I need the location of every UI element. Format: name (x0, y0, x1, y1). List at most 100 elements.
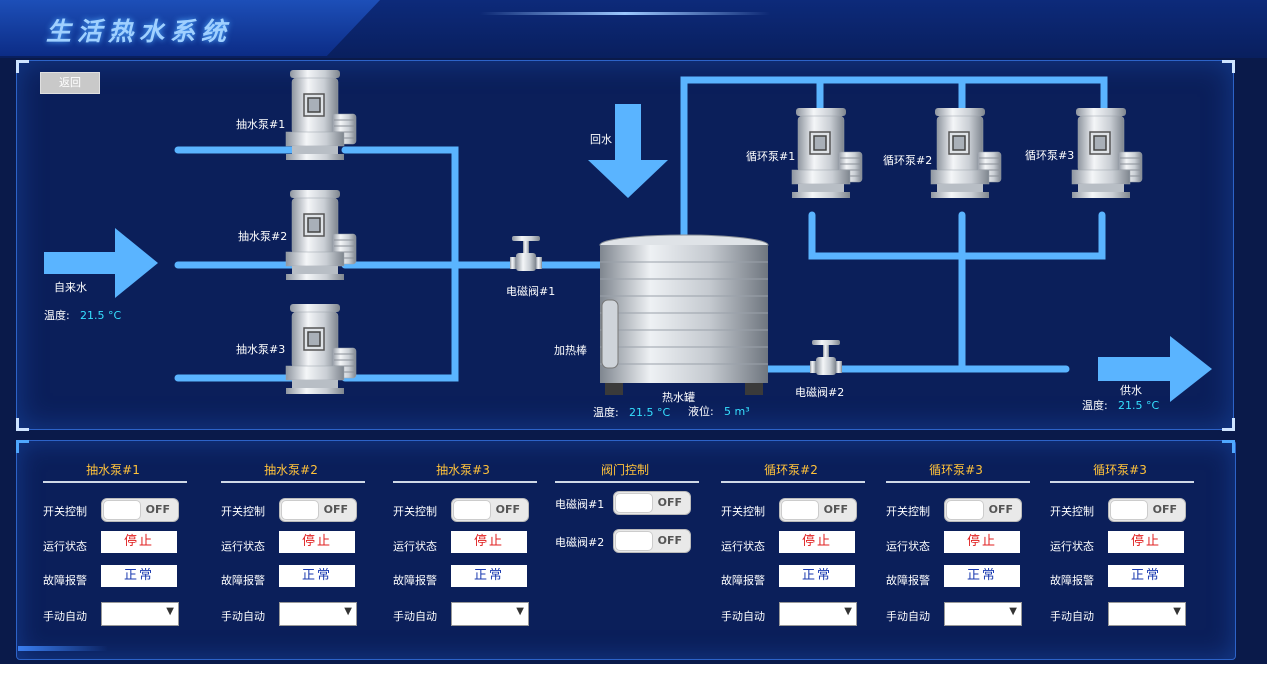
column-title: 循环泵#3 (929, 463, 983, 477)
circ-pump-c-fault-status: 正常 (1108, 565, 1184, 587)
chevron-down-icon: ▼ (1009, 606, 1017, 617)
tank-level-value: 5 m³ (724, 405, 750, 418)
valve-1-label: 电磁阀#1 (555, 498, 605, 511)
pump-2-mode-select[interactable]: ▼ (279, 602, 357, 626)
chevron-down-icon: ▼ (344, 606, 352, 617)
inlet-label: 自来水 (54, 281, 87, 294)
pump-3-switch-toggle[interactable]: OFF (451, 498, 529, 522)
toggle-off-text: OFF (988, 503, 1013, 516)
pump-1-mode-select[interactable]: ▼ (101, 602, 179, 626)
circ-pump-a-run-status: 停止 (779, 531, 855, 553)
toggle-off-text: OFF (1152, 503, 1177, 516)
column-title: 抽水泵#2 (264, 463, 318, 477)
valve-2-label: 电磁阀#2 (555, 536, 605, 549)
column-divider (721, 481, 865, 483)
pump-1-run-status: 停止 (101, 531, 177, 553)
back-button[interactable]: 返回 (40, 72, 100, 94)
mode-label: 手动自动 (43, 610, 87, 623)
toggle-knob (453, 500, 491, 520)
circulation-pump-1-icon (791, 107, 863, 199)
pump-3-fault-status: 正常 (451, 565, 527, 587)
supply-arrow-icon (1098, 336, 1212, 402)
circ-pump-a-fault-status: 正常 (779, 565, 855, 587)
valve-2-switch-toggle[interactable]: OFF (613, 529, 691, 553)
toggle-knob (781, 500, 819, 520)
circ-pump-b-run-status: 停止 (944, 531, 1020, 553)
circ-pump-b-mode-select[interactable]: ▼ (944, 602, 1022, 626)
column-title: 抽水泵#3 (436, 463, 490, 477)
panel-decoration-line (18, 646, 108, 651)
switch-control-label: 开关控制 (43, 505, 87, 518)
column-divider (1050, 481, 1194, 483)
toggle-off-text: OFF (495, 503, 520, 516)
toggle-knob (615, 493, 653, 513)
switch-control-label: 开关控制 (886, 505, 930, 518)
run-status-label: 运行状态 (1050, 540, 1094, 553)
valve-1-switch-toggle[interactable]: OFF (613, 491, 691, 515)
frame-corner (16, 60, 29, 73)
column-title: 抽水泵#1 (86, 463, 140, 477)
pump-1-switch-toggle[interactable]: OFF (101, 498, 179, 522)
circulation-pump-3-icon (1071, 107, 1143, 199)
switch-control-label: 开关控制 (1050, 505, 1094, 518)
column-divider (43, 481, 187, 483)
solenoid-valve-1-label: 电磁阀#1 (506, 284, 555, 298)
mode-label: 手动自动 (393, 610, 437, 623)
mode-label: 手动自动 (886, 610, 930, 623)
switch-control-label: 开关控制 (721, 505, 765, 518)
supply-temp-label: 温度: (1082, 398, 1108, 412)
mode-label: 手动自动 (221, 610, 265, 623)
column-divider (393, 481, 537, 483)
column-divider (555, 481, 699, 483)
fault-alarm-label: 故障报警 (1050, 574, 1094, 587)
circ-pump-a-switch-toggle[interactable]: OFF (779, 498, 857, 522)
page-title: 生活热水系统 (46, 17, 233, 46)
inlet-temp-label: 温度: (44, 308, 70, 322)
water-pump-1-label: 抽水泵#1 (236, 117, 285, 131)
chevron-down-icon: ▼ (1173, 606, 1181, 617)
heater-label: 加热棒 (554, 343, 587, 357)
toggle-off-text: OFF (823, 503, 848, 516)
tank-level-label: 液位: (688, 404, 714, 418)
pump-2-run-status: 停止 (279, 531, 355, 553)
circulation-pump-1-label: 循环泵#1 (746, 150, 795, 163)
pump-3-mode-select[interactable]: ▼ (451, 602, 529, 626)
circ-pump-a-mode-select[interactable]: ▼ (779, 602, 857, 626)
supply-label: 供水 (1120, 383, 1142, 397)
toggle-off-text: OFF (145, 503, 170, 516)
hot-water-tank-icon (599, 234, 769, 395)
circulation-pump-2-label: 循环泵#2 (883, 154, 932, 167)
run-status-label: 运行状态 (221, 540, 265, 553)
pipe-network (174, 76, 1108, 382)
return-water-label: 回水 (590, 133, 612, 146)
run-status-label: 运行状态 (43, 540, 87, 553)
column-divider (886, 481, 1030, 483)
toggle-knob (615, 531, 653, 551)
run-status-label: 运行状态 (721, 540, 765, 553)
fault-alarm-label: 故障报警 (221, 574, 265, 587)
return-arrow-icon (588, 104, 668, 198)
column-title: 阀门控制 (600, 463, 649, 477)
column-divider (221, 481, 365, 483)
inlet-temp-value: 21.5 °C (80, 309, 121, 322)
chevron-down-icon: ▼ (166, 606, 174, 617)
toggle-knob (946, 500, 984, 520)
page-bottom-strip (0, 664, 1267, 675)
tank-temp-value: 21.5 °C (629, 406, 670, 419)
toggle-off-text: OFF (657, 496, 682, 509)
run-status-label: 运行状态 (393, 540, 437, 553)
circ-pump-c-switch-toggle[interactable]: OFF (1108, 498, 1186, 522)
mode-label: 手动自动 (1050, 610, 1094, 623)
water-pump-2-label: 抽水泵#2 (238, 229, 287, 243)
column-title: 循环泵#2 (764, 463, 818, 477)
header-decoration-line (480, 12, 770, 15)
solenoid-valve-2-label: 电磁阀#2 (795, 385, 844, 399)
circ-pump-b-switch-toggle[interactable]: OFF (944, 498, 1022, 522)
pump-2-switch-toggle[interactable]: OFF (279, 498, 357, 522)
fault-alarm-label: 故障报警 (886, 574, 930, 587)
frame-corner (1222, 418, 1235, 431)
circ-pump-c-run-status: 停止 (1108, 531, 1184, 553)
circ-pump-c-mode-select[interactable]: ▼ (1108, 602, 1186, 626)
solenoid-valve-2-icon (810, 340, 842, 375)
frame-corner (1222, 60, 1235, 73)
